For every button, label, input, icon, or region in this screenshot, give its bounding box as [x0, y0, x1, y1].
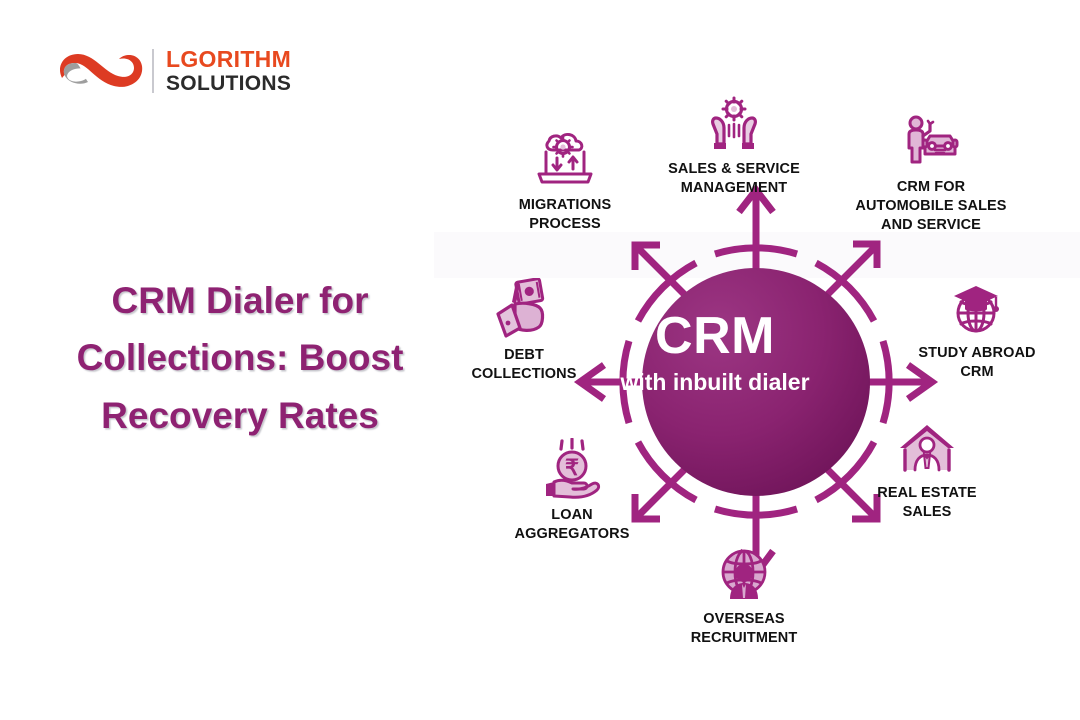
brand-logo: LGORITHM SOLUTIONS [54, 40, 304, 102]
spoke-label: SALES & SERVICE MANAGEMENT [668, 161, 800, 197]
hub-ring-and-arrows [573, 184, 939, 580]
spoke-real-estate-sales[interactable]: REAL ESTATE SALES [832, 416, 1022, 522]
spoke-migrations-process[interactable]: MIGRATIONS PROCESS [470, 128, 660, 234]
person-with-car-icon [907, 115, 959, 164]
brand-name-line2: SOLUTIONS [166, 72, 292, 95]
spoke-loan-aggregators[interactable]: ₹ LOAN AGGREGATORS [477, 438, 667, 544]
spoke-label: OVERSEAS RECRUITMENT [690, 611, 798, 647]
spoke-debt-collections[interactable]: DEBT COLLECTIONS [429, 278, 619, 384]
spoke-crm-for-automobile-sales-and-service[interactable]: CRM FOR AUTOMOBILE SALES AND SERVICE [836, 110, 1026, 235]
svg-text:₹: ₹ [565, 455, 579, 480]
spoke-label: MIGRATIONS PROCESS [518, 197, 612, 233]
hand-holding-cash-icon [496, 278, 545, 338]
laptop-cloud-migration-icon [537, 132, 593, 184]
hand-holding-rupee-coin-icon: ₹ [546, 438, 601, 499]
globe-graduation-cap-icon [954, 286, 999, 333]
globe-with-person-icon [721, 549, 767, 599]
hands-holding-gear-icon [711, 96, 757, 149]
crm-hub-and-spoke-diagram: CRM with inbuilt dialer [434, 60, 1080, 680]
spoke-label: DEBT COLLECTIONS [471, 347, 577, 383]
spoke-label: LOAN AGGREGATORS [514, 507, 630, 543]
page-headline: CRM Dialer for Collections: Boost Recove… [76, 280, 404, 436]
spoke-label: REAL ESTATE SALES [877, 485, 977, 521]
spoke-study-abroad-crm[interactable]: STUDY ABROAD CRM [882, 276, 1072, 382]
brand-name-line1: LGORITHM [166, 46, 292, 72]
spoke-sales-service-management[interactable]: SALES & SERVICE MANAGEMENT [639, 92, 829, 198]
spoke-label: STUDY ABROAD CRM [918, 345, 1036, 381]
hub-circle [642, 268, 870, 496]
house-with-agent-icon [900, 425, 954, 472]
spoke-overseas-recruitment[interactable]: OVERSEAS RECRUITMENT [649, 542, 839, 648]
logo-divider [152, 49, 154, 93]
infinity-swoosh-logo-icon [59, 54, 143, 87]
spoke-label: CRM FOR AUTOMOBILE SALES AND SERVICE [855, 179, 1007, 234]
